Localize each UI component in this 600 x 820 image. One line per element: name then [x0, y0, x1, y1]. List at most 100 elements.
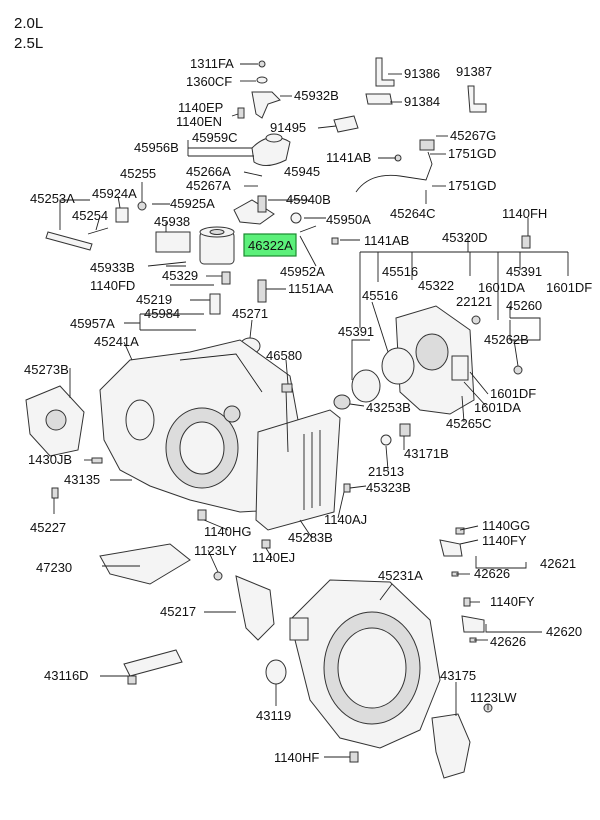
label-1140HG[interactable]: 1140HG — [204, 524, 251, 539]
label-43175[interactable]: 43175 — [440, 668, 476, 683]
label-45267A[interactable]: 45267A — [186, 178, 231, 193]
label-45271[interactable]: 45271 — [232, 306, 268, 321]
label-1123LW[interactable]: 1123LW — [470, 690, 517, 705]
label-1151AA[interactable]: 1151AA — [288, 281, 334, 296]
label-46580[interactable]: 46580 — [266, 348, 302, 363]
label-1140FY-top[interactable]: 1140FY — [482, 533, 527, 548]
label-45231A[interactable]: 45231A — [378, 568, 423, 583]
label-91384[interactable]: 91384 — [404, 94, 440, 109]
label-45516-mid[interactable]: 45516 — [362, 288, 398, 303]
label-45283B[interactable]: 45283B — [288, 530, 333, 545]
label-42620[interactable]: 42620 — [546, 624, 582, 639]
label-42626-top[interactable]: 42626 — [474, 566, 510, 581]
label-1601DF-mid[interactable]: 1601DF — [490, 386, 536, 401]
oring-45516 — [381, 347, 415, 385]
label-45273B[interactable]: 45273B — [24, 362, 69, 377]
label-43253B[interactable]: 43253B — [366, 400, 411, 415]
label-45265C[interactable]: 45265C — [446, 416, 492, 431]
label-45925A[interactable]: 45925A — [170, 196, 215, 211]
label-45227[interactable]: 45227 — [30, 520, 66, 535]
label-45329[interactable]: 45329 — [162, 268, 198, 283]
label-43171B[interactable]: 43171B — [404, 446, 449, 461]
label-1140FD[interactable]: 1140FD — [90, 278, 135, 293]
label-45217[interactable]: 45217 — [160, 604, 196, 619]
label-45940B[interactable]: 45940B — [286, 192, 331, 207]
label-45241A[interactable]: 45241A — [94, 334, 139, 349]
label-45924A[interactable]: 45924A — [92, 186, 137, 201]
label-1601DA-top[interactable]: 1601DA — [478, 280, 525, 295]
label-1140HF[interactable]: 1140HF — [274, 750, 319, 765]
label-1430JB[interactable]: 1430JB — [28, 452, 72, 467]
label-42621[interactable]: 42621 — [540, 556, 576, 571]
label-45264C[interactable]: 45264C — [390, 206, 436, 221]
label-1140AJ[interactable]: 1140AJ — [324, 512, 367, 527]
label-45950A[interactable]: 45950A — [326, 212, 371, 227]
label-47230[interactable]: 47230 — [36, 560, 72, 575]
bolt-1140EP — [237, 107, 245, 119]
label-1140EJ[interactable]: 1140EJ — [252, 550, 295, 565]
seal-43119 — [265, 659, 287, 685]
label-45254[interactable]: 45254 — [72, 208, 108, 223]
cap-43116D — [127, 675, 137, 685]
bracket-91386 — [375, 57, 395, 87]
label-45323B[interactable]: 45323B — [366, 480, 411, 495]
label-45945[interactable]: 45945 — [284, 164, 320, 179]
label-1601DF-top[interactable]: 1601DF — [546, 280, 592, 295]
label-91387[interactable]: 91387 — [456, 64, 492, 79]
housing-boss — [289, 617, 309, 641]
seal-45959C — [265, 133, 283, 143]
label-45320D[interactable]: 45320D — [442, 230, 488, 245]
label-42626-bottom[interactable]: 42626 — [490, 634, 526, 649]
bolt-1430JB — [91, 457, 103, 464]
highlight-box[interactable] — [243, 233, 297, 257]
label-45260[interactable]: 45260 — [506, 298, 542, 313]
label-91495[interactable]: 91495 — [270, 120, 306, 135]
label-1141AB-top[interactable]: 1141AB — [326, 150, 371, 165]
label-45391-mid[interactable]: 45391 — [338, 324, 374, 339]
bolt-45329 — [221, 271, 231, 285]
label-45956B[interactable]: 45956B — [134, 140, 179, 155]
label-45219[interactable]: 45219 — [136, 292, 172, 307]
label-43119[interactable]: 43119 — [256, 708, 291, 723]
label-45933B[interactable]: 45933B — [90, 260, 135, 275]
label-45957A[interactable]: 45957A — [70, 316, 115, 331]
dipstick-46580 — [285, 389, 289, 453]
label-45938[interactable]: 45938 — [154, 214, 190, 229]
label-1140FY-bottom[interactable]: 1140FY — [490, 594, 535, 609]
label-45952A[interactable]: 45952A — [280, 264, 325, 279]
label-45253A[interactable]: 45253A — [30, 191, 75, 206]
label-1141AB-mid[interactable]: 1141AB — [364, 233, 409, 248]
label-45959C[interactable]: 45959C — [192, 130, 238, 145]
label-1140EP[interactable]: 1140EP — [178, 100, 223, 115]
label-91386[interactable]: 91386 — [404, 66, 440, 81]
label-45255[interactable]: 45255 — [120, 166, 156, 181]
label-1751GD-bottom[interactable]: 1751GD — [448, 178, 496, 193]
label-1140EN[interactable]: 1140EN — [176, 114, 222, 129]
label-1360CF[interactable]: 1360CF — [186, 74, 232, 89]
label-1311FA[interactable]: 1311FA — [190, 56, 234, 71]
label-45391-top[interactable]: 45391 — [506, 264, 542, 279]
label-21513[interactable]: 21513 — [368, 464, 404, 479]
label-43135[interactable]: 43135 — [64, 472, 100, 487]
label-45516-top[interactable]: 45516 — [382, 264, 418, 279]
label-45262B[interactable]: 45262B — [484, 332, 529, 347]
bearing-43253B — [333, 394, 351, 410]
washer-1360CF — [256, 76, 268, 84]
plug-43171B — [399, 423, 411, 437]
label-46322A[interactable]: 46322A — [248, 238, 293, 253]
label-1601DA-mid[interactable]: 1601DA — [474, 400, 521, 415]
lever-45253A — [45, 231, 93, 251]
label-1140FH[interactable]: 1140FH — [502, 206, 547, 221]
label-45322[interactable]: 45322 — [418, 278, 454, 293]
label-1140GG[interactable]: 1140GG — [482, 518, 530, 533]
bolt-1140FY — [463, 597, 471, 607]
label-45266A[interactable]: 45266A — [186, 164, 231, 179]
label-1751GD-top[interactable]: 1751GD — [448, 146, 496, 161]
label-45932B[interactable]: 45932B — [294, 88, 339, 103]
bracket-43175 — [431, 713, 471, 779]
label-45984[interactable]: 45984 — [144, 306, 180, 321]
label-1123LY[interactable]: 1123LY — [194, 543, 237, 558]
label-22121[interactable]: 22121 — [456, 294, 492, 309]
label-45267G[interactable]: 45267G — [450, 128, 496, 143]
label-43116D[interactable]: 43116D — [44, 668, 89, 683]
